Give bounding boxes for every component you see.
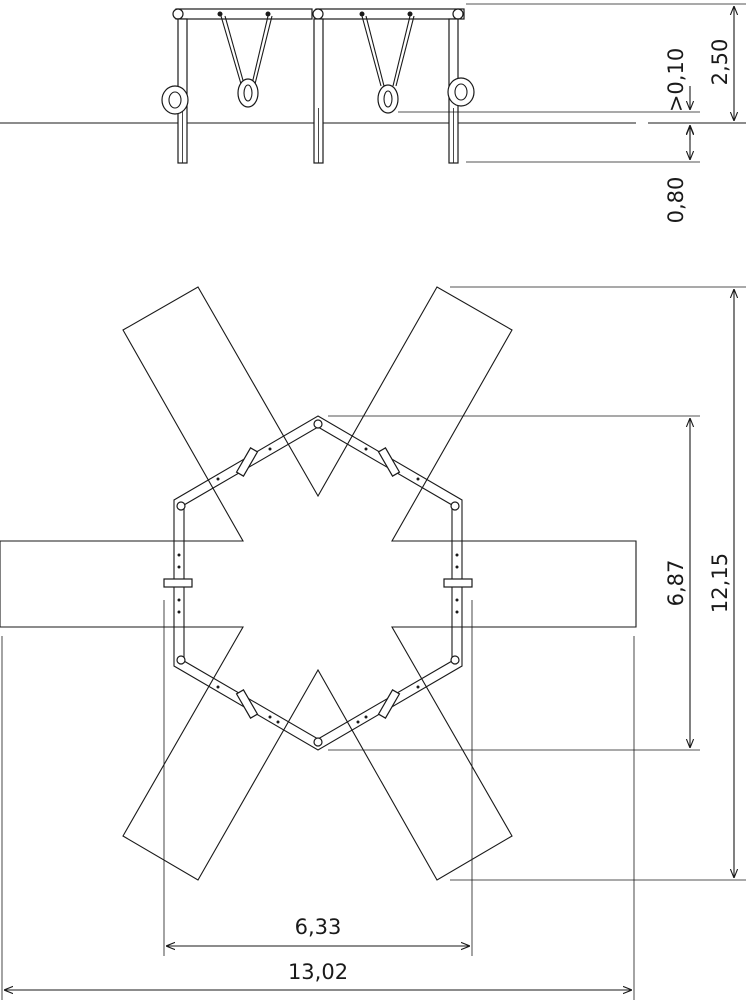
dim-text-hexagon-height: 6,87 bbox=[664, 560, 688, 607]
dimension-hexagon-height: 6,87 bbox=[328, 415, 700, 751]
dim-text-overall-height: 12,15 bbox=[708, 553, 732, 613]
dimension-hexagon-width: 6,33 bbox=[163, 600, 473, 956]
dim-text-overall-width: 13,02 bbox=[288, 960, 348, 984]
tyre-side-left bbox=[161, 85, 189, 115]
tyre-swing-right bbox=[361, 15, 415, 114]
plan-view: 6,87 12,15 6,33 13,02 bbox=[0, 286, 746, 1000]
top-beam-right bbox=[315, 8, 465, 20]
dimension-overall-height: 12,15 bbox=[450, 286, 746, 881]
dimension-ground-clearance: >0,10 bbox=[398, 48, 700, 140]
elevation-view: 2,50 >0,10 0,80 bbox=[0, 3, 746, 223]
post-center bbox=[313, 18, 324, 164]
hexagon-frame bbox=[173, 415, 463, 751]
dim-text-total-height: 2,50 bbox=[708, 39, 732, 86]
safety-zone-outline bbox=[0, 286, 637, 881]
dimension-total-height: 2,50 bbox=[466, 3, 746, 121]
swing-seats bbox=[163, 447, 473, 719]
dim-text-foundation-depth: 0,80 bbox=[664, 177, 688, 224]
tyre-side-right bbox=[447, 77, 475, 107]
tyre-swing-left bbox=[220, 15, 273, 108]
dim-text-hexagon-width: 6,33 bbox=[295, 915, 342, 939]
dimension-foundation-depth: 0,80 bbox=[466, 125, 700, 223]
dim-text-ground-clearance: >0,10 bbox=[664, 48, 688, 112]
dimension-overall-width: 13,02 bbox=[1, 636, 635, 1000]
top-beam-left bbox=[175, 8, 313, 20]
